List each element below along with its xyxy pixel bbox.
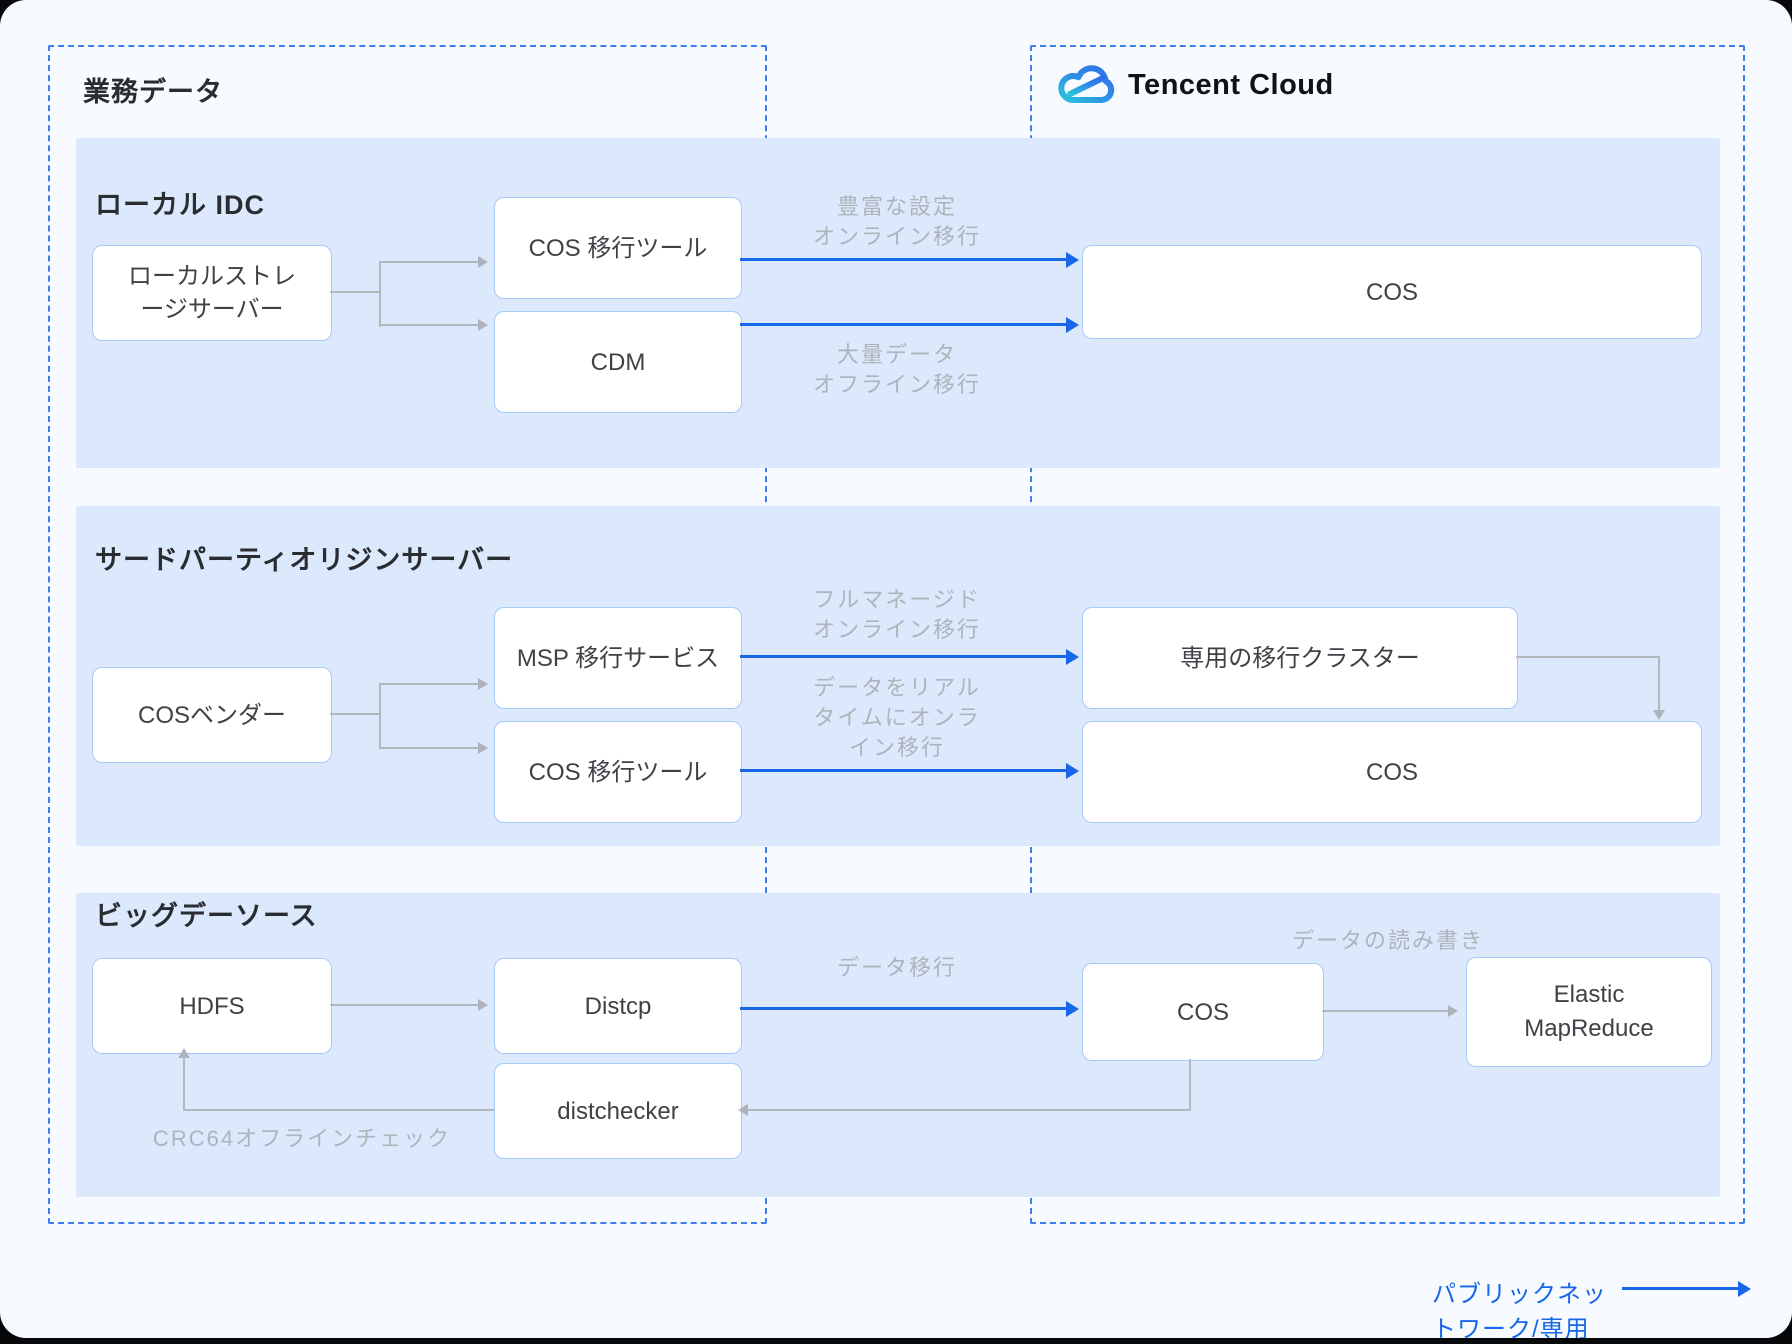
legend-arrow [1622,1287,1738,1290]
arrow-msp-to-cluster [740,655,1066,658]
connector-cluster-elbow-v [1658,656,1660,710]
arrowhead-distcp-to-cos-icon [1066,1001,1079,1017]
connector-s1-branch-bottom [379,324,478,326]
connector-s2-branch-top [379,683,478,685]
flow-label-fully-managed: フルマネージド オンライン移行 [812,587,982,642]
tencent-cloud-brand-label: Tencent Cloud [1128,69,1334,101]
node-cos-target-1: COS [1082,245,1702,339]
flow-label-rich-config: 豊富な設定 オンライン移行 [812,194,982,249]
flow-label-realtime-online: データをリアル タイムにオンラ イン移行 [813,675,981,760]
tencent-cloud-brand: Tencent Cloud [1056,58,1334,113]
flow-label-data-migration: データ移行 [836,955,958,980]
business-data-group-title: 業務データ [83,77,223,107]
legend-arrowhead-icon [1738,1281,1751,1297]
arrow-distcp-to-cos [740,1007,1066,1010]
node-elastic-mapreduce: Elastic MapReduce [1466,957,1712,1067]
section-title-big-data: ビッグデーソース [95,901,318,931]
arrowhead-s1-bottom-icon [478,319,488,331]
node-cos-target-3: COS [1082,963,1324,1061]
node-distcp: Distcp [494,958,742,1054]
flow-label-mass-offline: 大量データ オフライン移行 [812,342,982,397]
tencent-cloud-logo-icon [1056,58,1116,113]
node-cos-target-2: COS [1082,721,1702,823]
arrowhead-hdfs-to-distcp-icon [478,999,488,1011]
connector-distchecker-elbow-v [183,1058,185,1111]
node-distchecker: distchecker [494,1063,742,1159]
connector-s1-fork [379,261,381,327]
connector-s2-branch-bottom [379,747,478,749]
arrowhead-msp-to-cluster-icon [1066,649,1079,665]
section-title-third-party: サードパーティオリジンサーバー [95,545,514,575]
connector-cos-return-h [748,1109,1191,1111]
section-title-local-idc: ローカル IDC [95,190,265,220]
node-hdfs: HDFS [92,958,332,1054]
flow-label-data-read-write: データの読み書き [1291,928,1485,953]
arrowhead-cos-to-emr-icon [1448,1005,1458,1017]
node-cdm: CDM [494,311,742,413]
section-band-big-data [76,893,1720,1197]
connector-cos-to-emr [1322,1010,1448,1012]
arrow-cos-tool-to-cos [740,258,1066,261]
node-cos-migration-tool-1: COS 移行ツール [494,197,742,299]
arrowhead-s1-top-icon [478,256,488,268]
node-dedicated-migration-cluster: 専用の移行クラスター [1082,607,1518,709]
node-cos-vendor: COSベンダー [92,667,332,763]
arrowhead-s2-top-icon [478,678,488,690]
arrowhead-cluster-to-cos-icon [1653,710,1665,720]
connector-cos-return-v [1189,1059,1191,1111]
flow-label-crc64-check: CRC64オフラインチェック [152,1126,452,1151]
connector-s1-stub [330,291,379,293]
arrowhead-distchecker-to-hdfs-icon [178,1048,190,1058]
arrow-cdm-to-cos [740,323,1066,326]
node-local-storage-server: ローカルストレージサーバー [92,245,332,341]
arrowhead-cos-tool2-to-cos-icon [1066,763,1079,779]
connector-s2-stub [330,713,379,715]
arrowhead-cos-tool-to-cos-icon [1066,252,1079,268]
connector-s2-fork [379,683,381,749]
node-cos-migration-tool-2: COS 移行ツール [494,721,742,823]
connector-s1-branch-top [379,261,478,263]
arrowhead-cdm-to-cos-icon [1066,317,1079,333]
connector-cluster-elbow-h [1516,656,1660,658]
connector-hdfs-to-distcp [330,1004,478,1006]
arrowhead-s2-bottom-icon [478,742,488,754]
arrow-cos-tool2-to-cos [740,769,1066,772]
arrowhead-cos-to-distchecker-icon [738,1104,748,1116]
node-msp-migration-service: MSP 移行サービス [494,607,742,709]
legend-network-label: パブリックネットワーク/専用回線 [1432,1281,1607,1338]
connector-distchecker-elbow-h [183,1109,494,1111]
